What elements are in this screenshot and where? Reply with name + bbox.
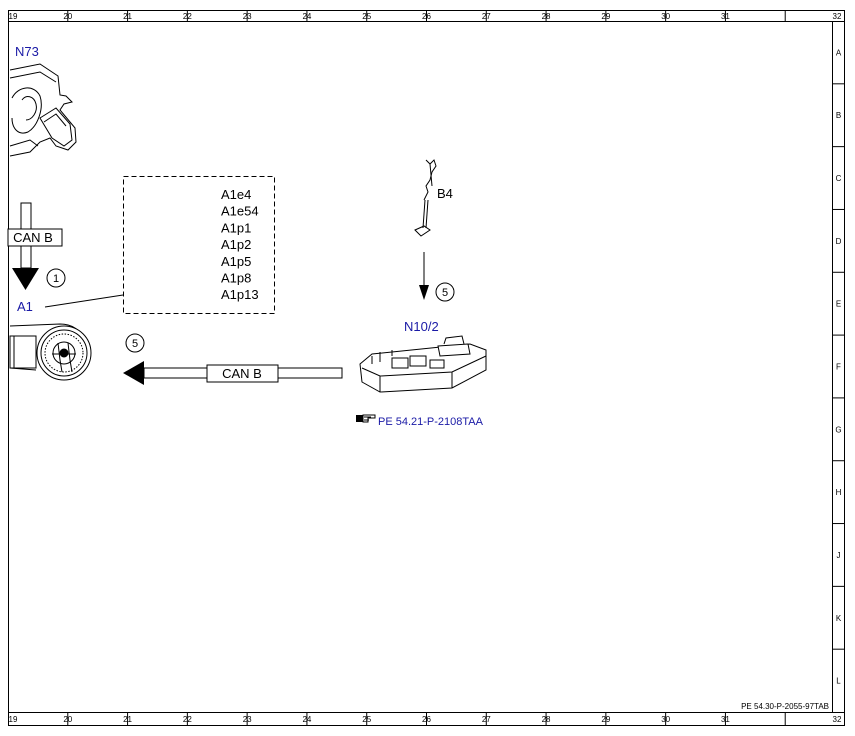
column-label: 24 [302, 12, 311, 21]
left-can-b-label: CAN B [13, 230, 53, 245]
pointing-hand-icon [356, 414, 376, 423]
row-label: G [835, 425, 841, 434]
a1-label: A1 [17, 299, 33, 314]
column-label: 22 [183, 715, 192, 724]
row-label: C [836, 174, 842, 183]
a1-pin-item: A1p1 [221, 220, 251, 235]
left-can-bus-arrow [7, 202, 63, 290]
row-label: D [836, 237, 842, 246]
row-label: F [836, 363, 841, 372]
column-label: 25 [362, 12, 371, 21]
document-reference: PE 54.30-P-2055-97TAB [741, 702, 829, 711]
column-label: 29 [601, 715, 610, 724]
column-label: 24 [302, 715, 311, 724]
column-label: 32 [833, 715, 842, 724]
instrument-cluster-a1-icon [9, 323, 92, 381]
column-label: 25 [362, 715, 371, 724]
circle-1-label: 1 [53, 273, 59, 285]
column-label: 27 [482, 715, 491, 724]
left-can-b-box [7, 228, 63, 247]
n10-2-label: N10/2 [404, 319, 439, 334]
b4-arrowhead [419, 285, 429, 300]
row-label: E [836, 300, 841, 309]
a1-pin-item: A1e4 [221, 187, 251, 202]
a1-pin-item: A1p5 [221, 254, 251, 269]
b4-label: B4 [437, 186, 453, 201]
column-label: 19 [9, 715, 18, 724]
a1-leader-line [44, 294, 124, 308]
column-label: 21 [123, 12, 132, 21]
row-label: A [836, 48, 842, 57]
column-label: 21 [123, 715, 132, 724]
ignition-switch-n73-icon [9, 63, 77, 157]
row-labels: A B C D E F G H J K L [835, 48, 841, 685]
column-label: 31 [721, 12, 730, 21]
middle-can-b-box [206, 364, 279, 383]
column-labels-bottom: 19 20 21 22 23 24 25 26 27 28 29 30 31 32 [9, 715, 842, 724]
control-module-n10-2-icon [359, 335, 487, 393]
middle-can-bus-arrow [123, 361, 343, 385]
row-label: L [836, 677, 841, 686]
column-label: 23 [243, 715, 252, 724]
circle-1 [46, 268, 66, 288]
column-label: 31 [721, 715, 730, 724]
column-label: 20 [63, 12, 72, 21]
column-label: 23 [243, 12, 252, 21]
a1-pin-item: A1e54 [221, 204, 259, 219]
a1-pin-box [123, 176, 275, 314]
row-label: B [836, 111, 841, 120]
a1-pin-item: A1p8 [221, 271, 251, 286]
circle-5-left-label: 5 [132, 338, 138, 350]
column-label: 26 [422, 12, 431, 21]
left-arrowhead [123, 361, 144, 385]
column-ticks [67, 10, 786, 725]
column-label: 32 [833, 12, 842, 21]
column-label: 22 [183, 12, 192, 21]
column-labels-top: 19 20 21 22 23 24 25 26 27 28 29 30 31 32 [9, 12, 842, 21]
column-label: 30 [661, 715, 670, 724]
circle-5-right [435, 282, 455, 302]
column-label: 19 [9, 12, 18, 21]
column-label: 27 [482, 12, 491, 21]
circle-5-right-label: 5 [442, 287, 448, 299]
reference-link[interactable]: PE 54.21-P-2108TAA [378, 416, 484, 428]
row-label: J [837, 551, 841, 560]
column-label: 30 [661, 12, 670, 21]
column-label: 28 [542, 12, 551, 21]
a1-pin-item: A1p13 [221, 287, 259, 302]
middle-can-b-label: CAN B [222, 366, 262, 381]
row-ticks [832, 83, 845, 650]
column-label: 20 [63, 715, 72, 724]
column-label: 28 [542, 715, 551, 724]
column-label: 29 [601, 12, 610, 21]
circle-5-left [125, 333, 145, 353]
fuel-level-sensor-b4-icon [414, 159, 437, 237]
column-label: 26 [422, 715, 431, 724]
row-label: H [836, 488, 842, 497]
row-label: K [836, 614, 842, 623]
down-arrowhead [12, 268, 39, 290]
a1-pin-item: A1p2 [221, 237, 251, 252]
n73-label: N73 [15, 44, 39, 59]
